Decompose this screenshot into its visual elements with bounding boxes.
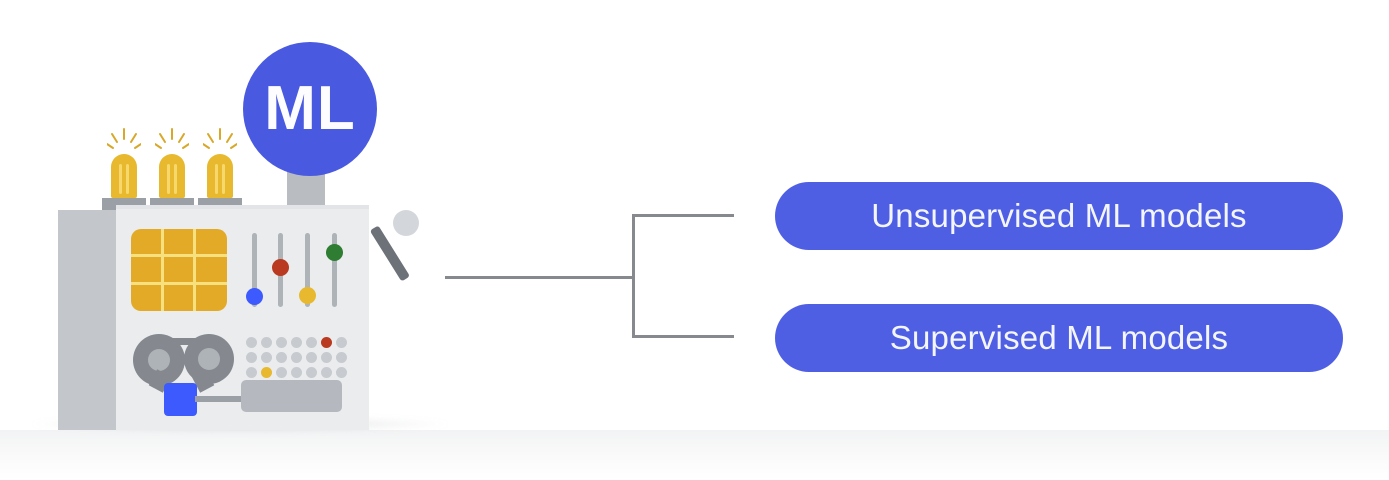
machine-top-edge [116,205,369,209]
slider-knob-2[interactable] [272,259,289,276]
slider-knob-4[interactable] [326,244,343,261]
control-lever-knob[interactable] [393,210,419,236]
reel-hub [198,348,220,370]
led-dot-yellow [261,367,272,378]
branch-pill-unsupervised[interactable]: Unsupervised ML models [775,182,1343,250]
slider-track-3[interactable] [305,233,310,307]
branch-pill-supervised[interactable]: Supervised ML models [775,304,1343,372]
ml-badge-label: ML [264,74,356,143]
floor-gradient [0,430,1389,480]
machine-side-panel [58,210,116,430]
reel-top-bar [157,338,211,345]
bulb-filament [119,164,122,194]
connector-branch-top [632,214,734,217]
reel-hub [148,349,170,371]
module-link-bar [195,396,245,402]
connector-trunk [445,276,635,279]
branch-label-unsupervised: Unsupervised ML models [871,197,1247,234]
bulb-glass [207,154,233,198]
bulb-glass [159,154,185,198]
branch-label-supervised: Supervised ML models [889,319,1229,356]
bulb-rays-icon [155,128,189,149]
slider-knob-3[interactable] [299,287,316,304]
connector-spine [632,214,635,338]
gold-grid-panel [131,229,227,311]
bulb-filament [167,164,170,194]
led-dot-red [321,337,332,348]
connector-branch-bottom [632,335,734,338]
slider-knob-1[interactable] [246,288,263,305]
slider-track-1[interactable] [252,233,257,307]
bulb-filament [126,164,129,194]
blue-module [164,383,197,416]
bulb-filament [174,164,177,194]
bulb-glass [111,154,137,198]
bulb-filament [215,164,218,194]
slider-track-4[interactable] [332,233,337,307]
output-tray [241,380,342,412]
ml-badge-circle: ML [243,42,377,176]
bulb-rays-icon [107,128,141,149]
bulb-filament [222,164,225,194]
bulb-rays-icon [203,128,237,149]
